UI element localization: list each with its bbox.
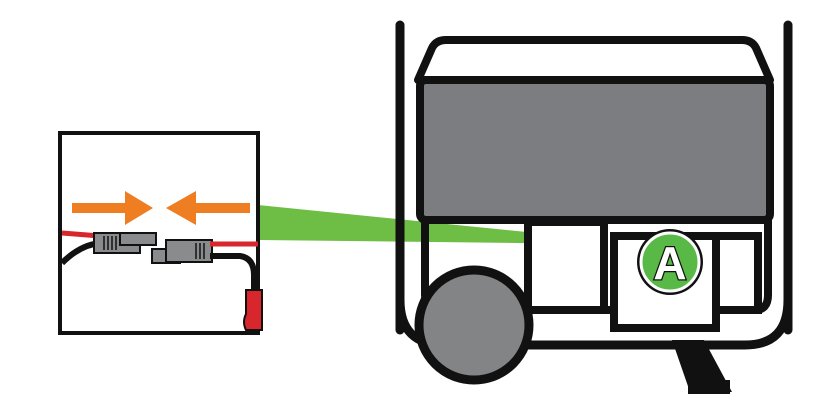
wheel	[414, 265, 534, 385]
engine-body	[416, 76, 774, 224]
fuel-tank	[414, 36, 774, 84]
terminal-boot	[243, 289, 263, 331]
badge-fill	[639, 231, 701, 293]
arrow-right-icon	[72, 191, 153, 225]
highlight-beam	[258, 205, 606, 244]
badge-label: A	[653, 237, 686, 289]
left-connector	[93, 232, 157, 254]
power-cord-plug	[688, 380, 730, 394]
right-connector	[151, 239, 213, 264]
generator	[395, 20, 793, 394]
callout-badge: A	[637, 229, 703, 295]
power-cord	[672, 340, 732, 392]
right-wire-black	[210, 253, 257, 292]
inset-detail	[58, 131, 263, 335]
lower-housing-right	[712, 232, 762, 314]
lower-housing-left	[524, 218, 608, 314]
arrow-left-icon	[166, 191, 250, 225]
